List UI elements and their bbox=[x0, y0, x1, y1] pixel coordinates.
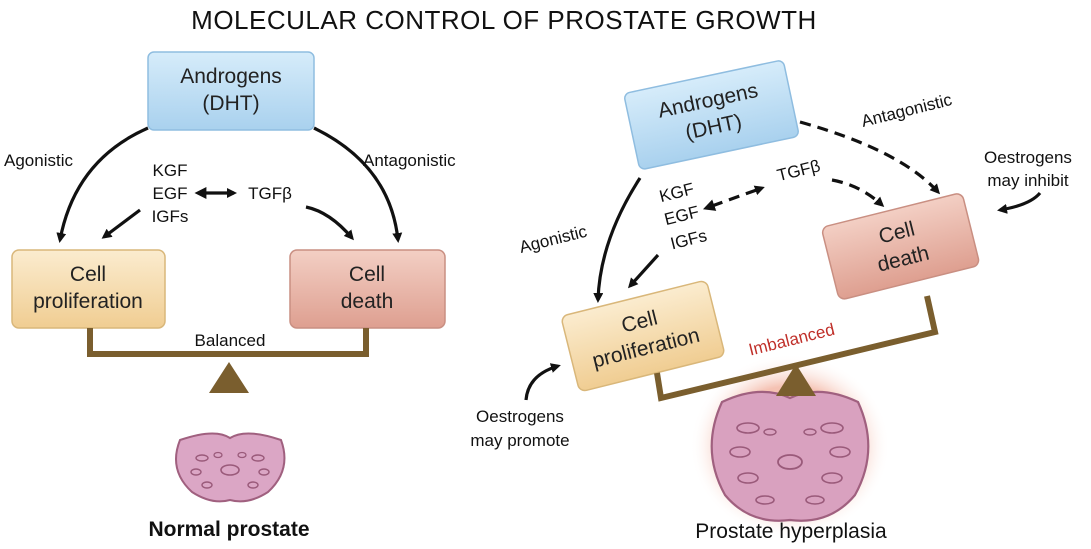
right-death-box: Cell death bbox=[821, 193, 980, 300]
right-caption: Prostate hyperplasia bbox=[695, 520, 887, 543]
right-factors-to-proliferation-arrow bbox=[627, 253, 660, 289]
right-oestrogens-promote-label-2: may promote bbox=[470, 431, 569, 450]
left-androgens-box: Androgens (DHT) bbox=[147, 51, 315, 131]
normal-prostate-image bbox=[175, 432, 286, 503]
right-agonistic-arrow bbox=[593, 177, 642, 303]
left-androgens-label-2: (DHT) bbox=[202, 92, 259, 115]
left-death-label-1: Cell bbox=[349, 263, 385, 286]
hyperplasia-prostate-image bbox=[690, 354, 890, 538]
right-oestrogens-inhibit-arrow bbox=[997, 191, 1042, 214]
left-fulcrum bbox=[209, 362, 249, 393]
diagram-title: MOLECULAR CONTROL OF PROSTATE GROWTH bbox=[191, 5, 817, 35]
left-tgf-to-death-arrow bbox=[305, 205, 354, 241]
right-tgf-beta: TGFβ bbox=[775, 156, 822, 185]
right-balance-beam bbox=[654, 295, 939, 402]
right-factor-kgf: KGF bbox=[657, 179, 696, 206]
left-caption: Normal prostate bbox=[148, 518, 309, 541]
left-balance-label: Balanced bbox=[195, 331, 266, 350]
left-antagonistic-label: Antagonistic bbox=[363, 151, 456, 170]
left-agonistic-arrow bbox=[56, 126, 149, 243]
right-balance-label: Imbalanced bbox=[747, 320, 837, 360]
left-tgf-beta: TGFβ bbox=[248, 184, 292, 203]
right-proliferation-box: Cell proliferation bbox=[561, 280, 725, 392]
right-androgens-box: Androgens (DHT) bbox=[624, 60, 799, 170]
left-factor-kgf: KGF bbox=[153, 161, 188, 180]
left-death-label-2: death bbox=[341, 290, 394, 313]
right-fulcrum bbox=[776, 364, 816, 396]
left-proliferation-label-1: Cell bbox=[70, 263, 106, 286]
left-death-box: Cell death bbox=[289, 249, 446, 329]
right-factor-igfs: IGFs bbox=[668, 226, 708, 253]
right-double-arrow bbox=[702, 185, 765, 211]
left-factors-to-proliferation-arrow bbox=[101, 208, 141, 239]
right-antagonistic-arrow bbox=[799, 120, 941, 195]
right-panel: Androgens (DHT) Antagonistic Oestrogens … bbox=[470, 60, 1072, 543]
left-antagonistic-arrow bbox=[313, 126, 403, 243]
right-oestrogens-promote-arrow bbox=[524, 363, 561, 401]
left-proliferation-label-2: proliferation bbox=[33, 290, 143, 313]
left-factor-igfs: IGFs bbox=[152, 207, 189, 226]
right-factor-egf: EGF bbox=[662, 202, 701, 229]
left-panel: Androgens (DHT) Agonistic Antagonistic K… bbox=[4, 51, 456, 541]
left-agonistic-label: Agonistic bbox=[4, 151, 73, 170]
right-oestrogens-inhibit-label-2: may inhibit bbox=[987, 171, 1069, 190]
right-tgf-to-death-arrow bbox=[831, 178, 885, 208]
left-balance-beam bbox=[87, 328, 369, 357]
right-antagonistic-label: Antagonistic bbox=[859, 90, 954, 131]
right-oestrogens-promote-label-1: Oestrogens bbox=[476, 407, 564, 426]
right-agonistic-label: Agonistic bbox=[517, 222, 589, 257]
left-androgens-label-1: Androgens bbox=[180, 65, 282, 88]
left-factor-egf: EGF bbox=[153, 184, 188, 203]
right-oestrogens-inhibit-label-1: Oestrogens bbox=[984, 148, 1072, 167]
left-proliferation-box: Cell proliferation bbox=[11, 249, 166, 329]
